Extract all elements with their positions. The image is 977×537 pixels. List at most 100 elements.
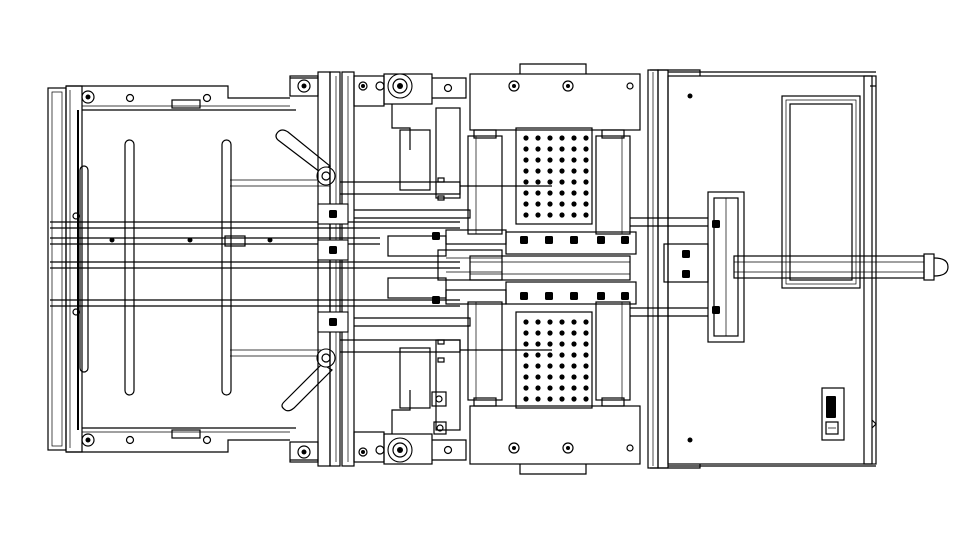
perforation-hole [547,352,553,358]
perforation-hole [547,179,553,185]
perforation-hole [547,374,553,380]
perforation-hole [583,201,589,207]
perforation-hole [535,190,541,196]
perforation-hole [583,190,589,196]
perforation-hole [535,385,541,391]
perforation-hole [523,179,529,185]
perforation-hole [559,168,565,174]
perforation-hole [571,190,577,196]
perforation-hole [535,201,541,207]
perforation-hole [559,319,565,325]
perforation-hole [559,135,565,141]
perforation-hole [523,396,529,402]
perforation-hole [571,157,577,163]
perforation-hole [535,146,541,152]
perforation-hole [571,212,577,218]
perforation-hole [547,146,553,152]
perforation-hole [535,179,541,185]
perforation-hole [571,363,577,369]
perforation-hole [547,341,553,347]
perforation-hole [547,385,553,391]
pressure-rollers [375,73,467,465]
perforation-hole [547,330,553,336]
cover-blocks [469,63,641,475]
perforation-hole [559,190,565,196]
perforation-hole [523,352,529,358]
perforation-hole [583,319,589,325]
perforation-hole [559,352,565,358]
perforation-hole [523,201,529,207]
perforation-hole [547,319,553,325]
perforation-hole [583,396,589,402]
perforation-hole [583,157,589,163]
perforation-hole [523,385,529,391]
perforation-hole [583,363,589,369]
perforation-hole [559,179,565,185]
perforation-hole [523,319,529,325]
perforation-hole [559,363,565,369]
perforated-plates [515,127,593,409]
perforation-hole [547,201,553,207]
perforation-hole [547,396,553,402]
output-slide [630,85,949,343]
perforation-hole [583,330,589,336]
perforation-hole [583,341,589,347]
perforation-hole [535,319,541,325]
perforation-hole [583,352,589,358]
perforation-hole [535,135,541,141]
perforation-hole [535,341,541,347]
perforation-hole [571,135,577,141]
perforation-hole [523,212,529,218]
perforation-hole [523,330,529,336]
perforation-hole [571,168,577,174]
central-bridge [289,71,385,467]
perforation-hole [583,135,589,141]
perforation-hole [571,201,577,207]
perforation-hole [571,374,577,380]
perforation-hole [571,146,577,152]
perforation-hole [535,157,541,163]
perforation-hole [523,363,529,369]
perforation-hole [535,212,541,218]
perforation-hole [571,352,577,358]
perforation-hole [523,190,529,196]
perforation-hole [523,168,529,174]
drive-housing [647,69,877,469]
perforation-hole [559,212,565,218]
perforation-hole [547,135,553,141]
perforation-hole [523,157,529,163]
perforation-hole [535,396,541,402]
perforation-hole [571,179,577,185]
perforation-hole [583,168,589,174]
perforation-hole [547,190,553,196]
perforation-hole [535,168,541,174]
perforation-hole [535,363,541,369]
perforation-hole [559,396,565,402]
perforation-hole [535,352,541,358]
perforation-hole [559,157,565,163]
perforation-hole [559,146,565,152]
perforation-hole [523,341,529,347]
perforation-hole [583,179,589,185]
perforation-hole [535,330,541,336]
perforation-hole [583,385,589,391]
perforation-hole [547,168,553,174]
perforation-hole [523,146,529,152]
perforation-hole [547,157,553,163]
perforation-hole [559,330,565,336]
perforation-hole [571,396,577,402]
guide-rods [50,179,460,357]
perforation-hole [583,212,589,218]
slide-arms [340,181,637,353]
perforation-hole [547,212,553,218]
perforation-hole [559,201,565,207]
left-input-frame [47,85,296,453]
perforation-hole [547,363,553,369]
perforation-hole [583,146,589,152]
perforation-hole [583,374,589,380]
perforation-hole [559,374,565,380]
perforation-hole [571,319,577,325]
perforation-hole [571,330,577,336]
